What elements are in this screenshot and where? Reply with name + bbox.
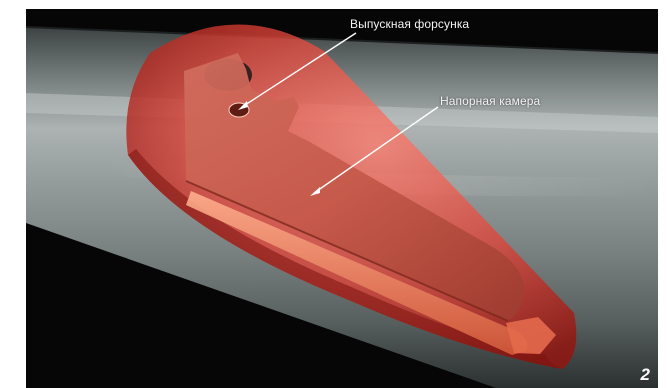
nozzle-illustration: Выпускная форсунка Напорная камера 2 (26, 9, 658, 388)
figure-number: 2 (641, 366, 650, 384)
label-outlet-nozzle: Выпускная форсунка (350, 17, 469, 31)
label-pressure-chamber: Напорная камера (440, 94, 540, 108)
scene-graphic (26, 9, 658, 388)
